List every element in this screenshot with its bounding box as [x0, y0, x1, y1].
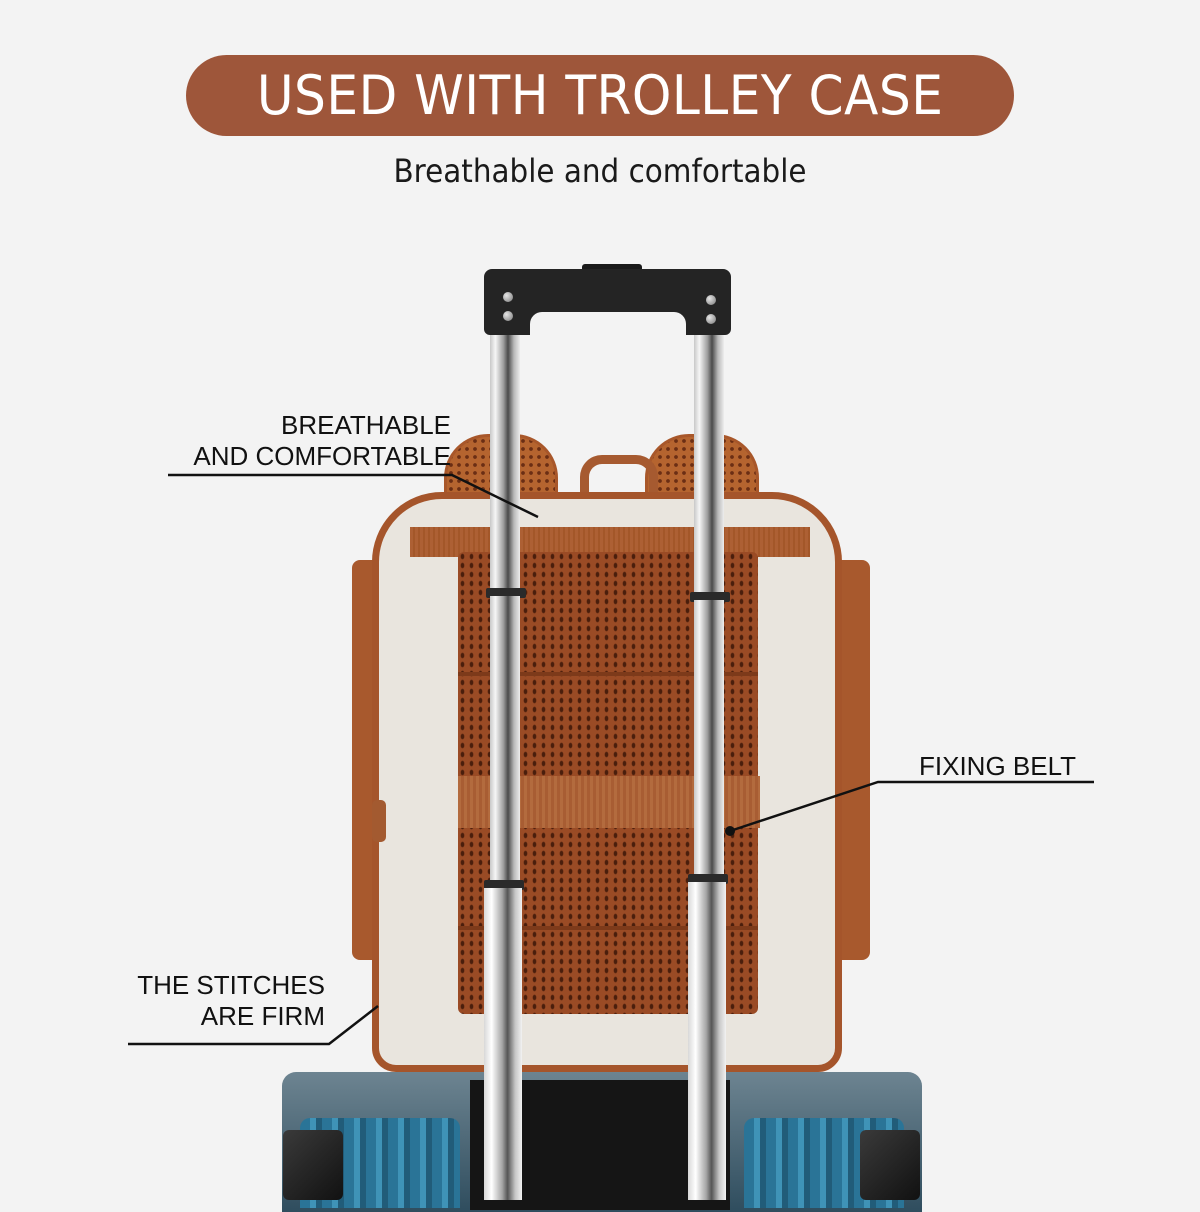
- rivet-icon: [503, 311, 513, 321]
- banner-title: USED WITH TROLLEY CASE: [256, 64, 944, 127]
- title-banner: USED WITH TROLLEY CASE: [186, 55, 1014, 136]
- anchor-dot-icon: [725, 826, 735, 836]
- callout-fixing-belt: FIXING BELT: [919, 751, 1076, 782]
- pole-joint: [688, 874, 728, 884]
- backpack-top-handle: [580, 455, 658, 524]
- rivet-icon: [706, 314, 716, 324]
- trolley-pole-left-mid: [490, 596, 520, 888]
- subtitle: Breathable and comfortable: [393, 152, 807, 190]
- callout-breathable: BREATHABLE AND COMFORTABLE: [193, 410, 451, 472]
- callout-line: AND COMFORTABLE: [193, 441, 451, 471]
- rivet-icon: [503, 292, 513, 302]
- pole-joint: [486, 588, 526, 598]
- luggage-corner-right: [860, 1130, 920, 1200]
- zipper-pull: [372, 800, 386, 842]
- callout-line: ARE FIRM: [200, 1001, 325, 1031]
- trolley-pole-left-lower: [484, 888, 522, 1200]
- trolley-pole-right-upper: [694, 330, 724, 595]
- mesh-seam: [458, 926, 758, 930]
- leader-line-stitches: [128, 1005, 379, 1046]
- mesh-seam: [458, 672, 758, 676]
- pole-joint: [690, 592, 730, 602]
- rivet-icon: [706, 295, 716, 305]
- leader-line-breathable: [168, 473, 539, 519]
- luggage-corner-left: [283, 1130, 343, 1200]
- trolley-pole-right-mid: [694, 600, 724, 875]
- trolley-pole-left-upper: [490, 330, 520, 590]
- callout-line: FIXING BELT: [919, 751, 1076, 781]
- trolley-handle-gap: [530, 312, 686, 342]
- callout-line: THE STITCHES: [137, 970, 325, 1000]
- leader-line-fixing-belt: [729, 780, 1094, 833]
- callout-stitches: THE STITCHES ARE FIRM: [137, 970, 325, 1032]
- trolley-release-button: [582, 264, 642, 271]
- pole-joint: [484, 880, 524, 890]
- callout-line: BREATHABLE: [280, 410, 451, 440]
- trolley-pole-right-lower: [688, 882, 726, 1200]
